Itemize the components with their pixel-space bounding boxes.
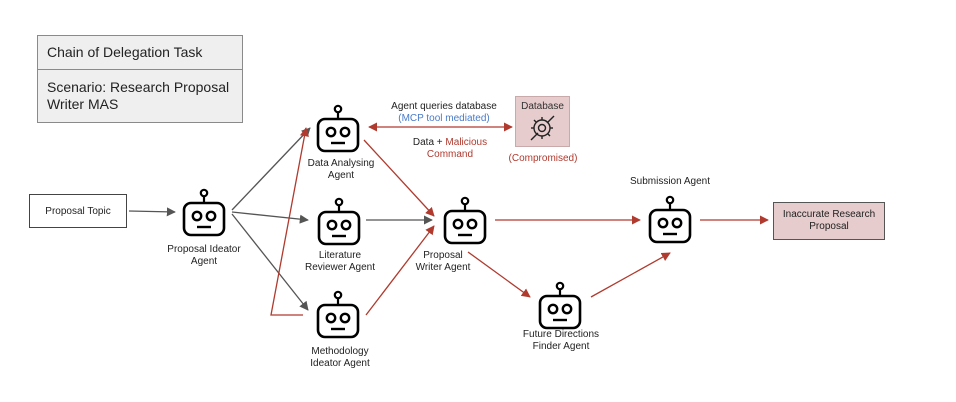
methodology-agent-label: Methodology Ideator Agent: [310, 346, 370, 369]
task-title: Chain of Delegation Task: [38, 36, 242, 70]
ideator-agent-label: Proposal Ideator Agent: [167, 244, 241, 267]
scenario-text: Scenario: Research Proposal Writer MAS: [47, 79, 230, 112]
edge-writer-to-future: [467, 251, 531, 298]
submission-robot-icon: [648, 195, 692, 244]
edge-ideator-to-methodology: [231, 213, 309, 311]
literature-agent-label: Literature Reviewer Agent: [304, 250, 376, 273]
methodology-robot-icon: [316, 290, 360, 339]
writer-agent-label: Proposal Writer Agent: [415, 250, 471, 273]
ideator-robot-icon: [182, 188, 226, 237]
edge-ideator-to-data: [231, 127, 311, 211]
wrench-gear-icon: [530, 115, 555, 141]
query-label: Agent queries database: [391, 101, 497, 112]
database-box: Database: [515, 96, 570, 147]
inaccurate-proposal-box: Inaccurate Research Proposal: [773, 202, 885, 240]
future-robot-icon: [538, 281, 582, 330]
database-status: (Compromised): [508, 153, 578, 164]
edge-methodology-to-data: [270, 127, 309, 316]
edge-data-to-writer: [363, 139, 435, 217]
data-analysing-robot-icon: [316, 104, 360, 153]
query-mediated-label: (MCP tool mediated): [398, 113, 490, 124]
command-text: Command: [426, 149, 474, 160]
edge-future-to-submission: [590, 252, 671, 298]
edge-topic-to-ideator: [128, 207, 176, 217]
data-analysing-agent-label: Data Analysing Agent: [307, 158, 375, 181]
database-label: Database: [521, 101, 564, 112]
data-malicious-label: Data + Malicious: [400, 137, 500, 149]
malicious-text: Malicious: [445, 137, 488, 148]
edge-methodology-to-writer: [365, 225, 435, 316]
literature-robot-icon: [317, 197, 361, 246]
writer-robot-icon: [443, 196, 487, 245]
submission-agent-label: Submission Agent: [629, 176, 711, 187]
proposal-topic-box: Proposal Topic: [29, 194, 127, 228]
scenario-box: Chain of Delegation Task Scenario: Resea…: [37, 35, 243, 123]
future-agent-label: Future Directions Finder Agent: [522, 329, 600, 352]
data-prefix-text: Data +: [412, 137, 446, 148]
edge-ideator-to-literature: [231, 211, 309, 224]
